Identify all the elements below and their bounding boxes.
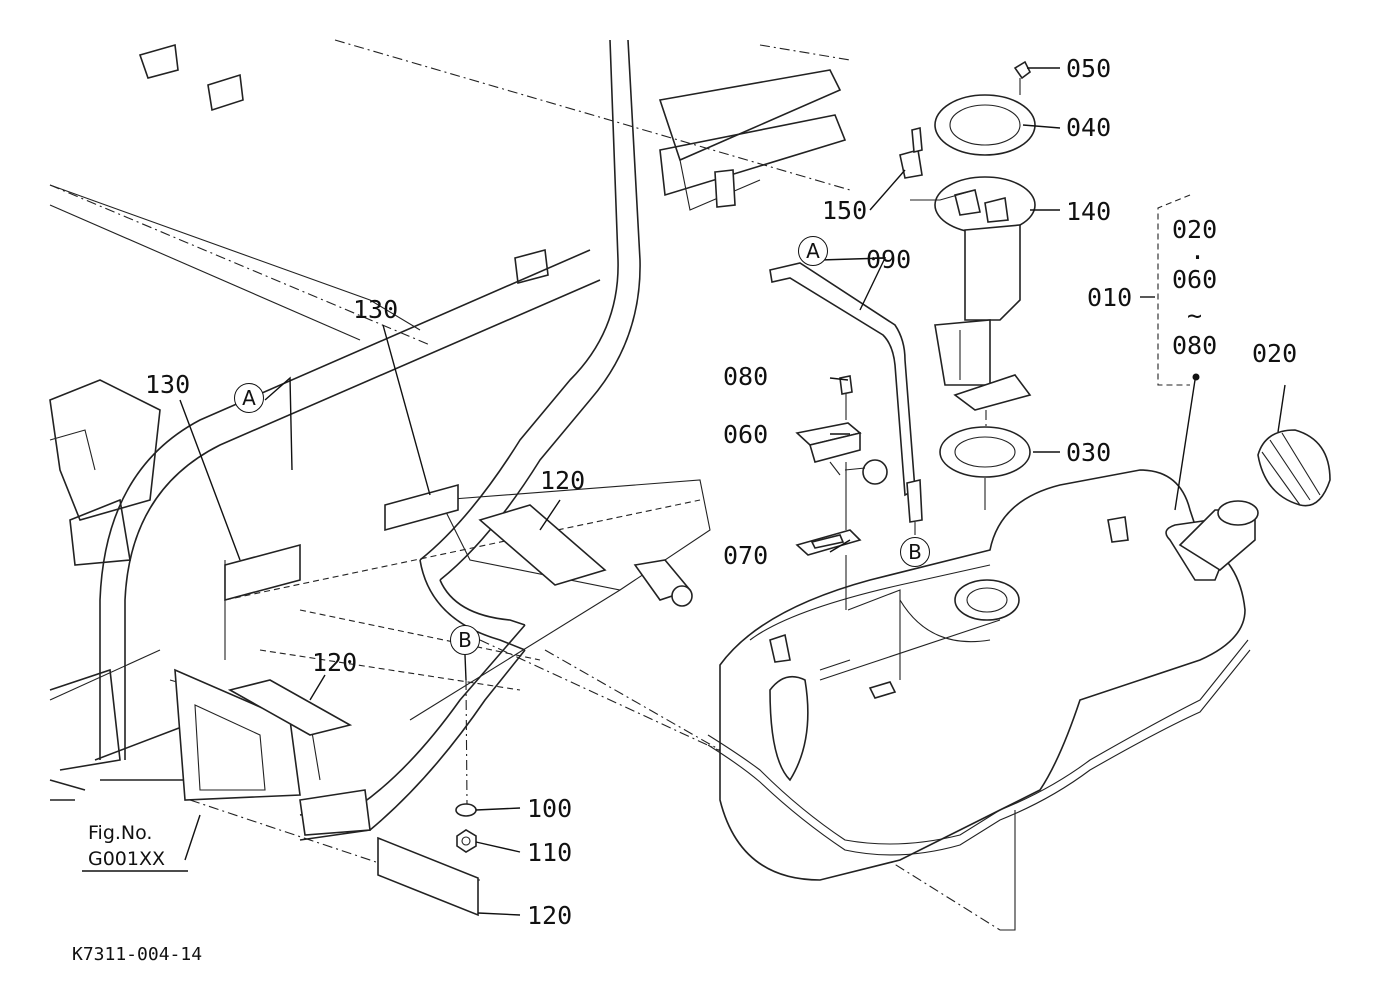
ref-marker-a-left: A [234, 383, 264, 413]
callout-110: 110 [527, 838, 573, 867]
callout-070: 070 [723, 541, 769, 570]
callout-leaders [179, 67, 1286, 916]
ref-marker-a-top: A [798, 236, 828, 266]
fuel-cap [1257, 429, 1331, 507]
figure-reference: Fig.No. G001XX [88, 820, 165, 872]
drawing-code: K7311-004-14 [72, 944, 203, 965]
callout-140: 140 [1066, 197, 1112, 226]
fuel-tank [707, 469, 1259, 881]
callout-080: 080 [723, 362, 769, 391]
callout-090: 090 [866, 245, 912, 274]
callout-120-upper: 120 [540, 466, 586, 495]
callout-050: 050 [1066, 54, 1112, 83]
group-bracket-010 [1157, 194, 1200, 386]
callout-100: 100 [527, 794, 573, 823]
callout-040: 040 [1066, 113, 1112, 142]
callout-group-dot: · [1190, 243, 1206, 272]
callout-group-020: 020 [1172, 215, 1218, 244]
callout-010: 010 [1087, 283, 1133, 312]
callout-150: 150 [822, 196, 868, 225]
fuel-tube [769, 262, 923, 535]
figure-reference-label: Fig.No. [88, 822, 153, 844]
callout-120-middle: 120 [312, 648, 358, 677]
ref-marker-b-left: B [450, 625, 480, 655]
sender-bracket [795, 375, 888, 610]
ref-marker-b-right: B [900, 537, 930, 567]
callout-120-lower: 120 [527, 901, 573, 930]
fuel-pump-assembly [899, 60, 1036, 510]
figure-reference-number: G001XX [88, 848, 166, 870]
callout-group-080: 080 [1172, 331, 1218, 360]
callout-030: 030 [1066, 438, 1112, 467]
callout-060: 060 [723, 420, 769, 449]
callout-020: 020 [1252, 339, 1298, 368]
callout-group-tilde: ~ [1187, 301, 1203, 330]
chassis-frame [49, 39, 1016, 931]
callout-group-060: 060 [1172, 265, 1218, 294]
callout-130-left: 130 [145, 370, 191, 399]
callout-130-right: 130 [353, 295, 399, 324]
